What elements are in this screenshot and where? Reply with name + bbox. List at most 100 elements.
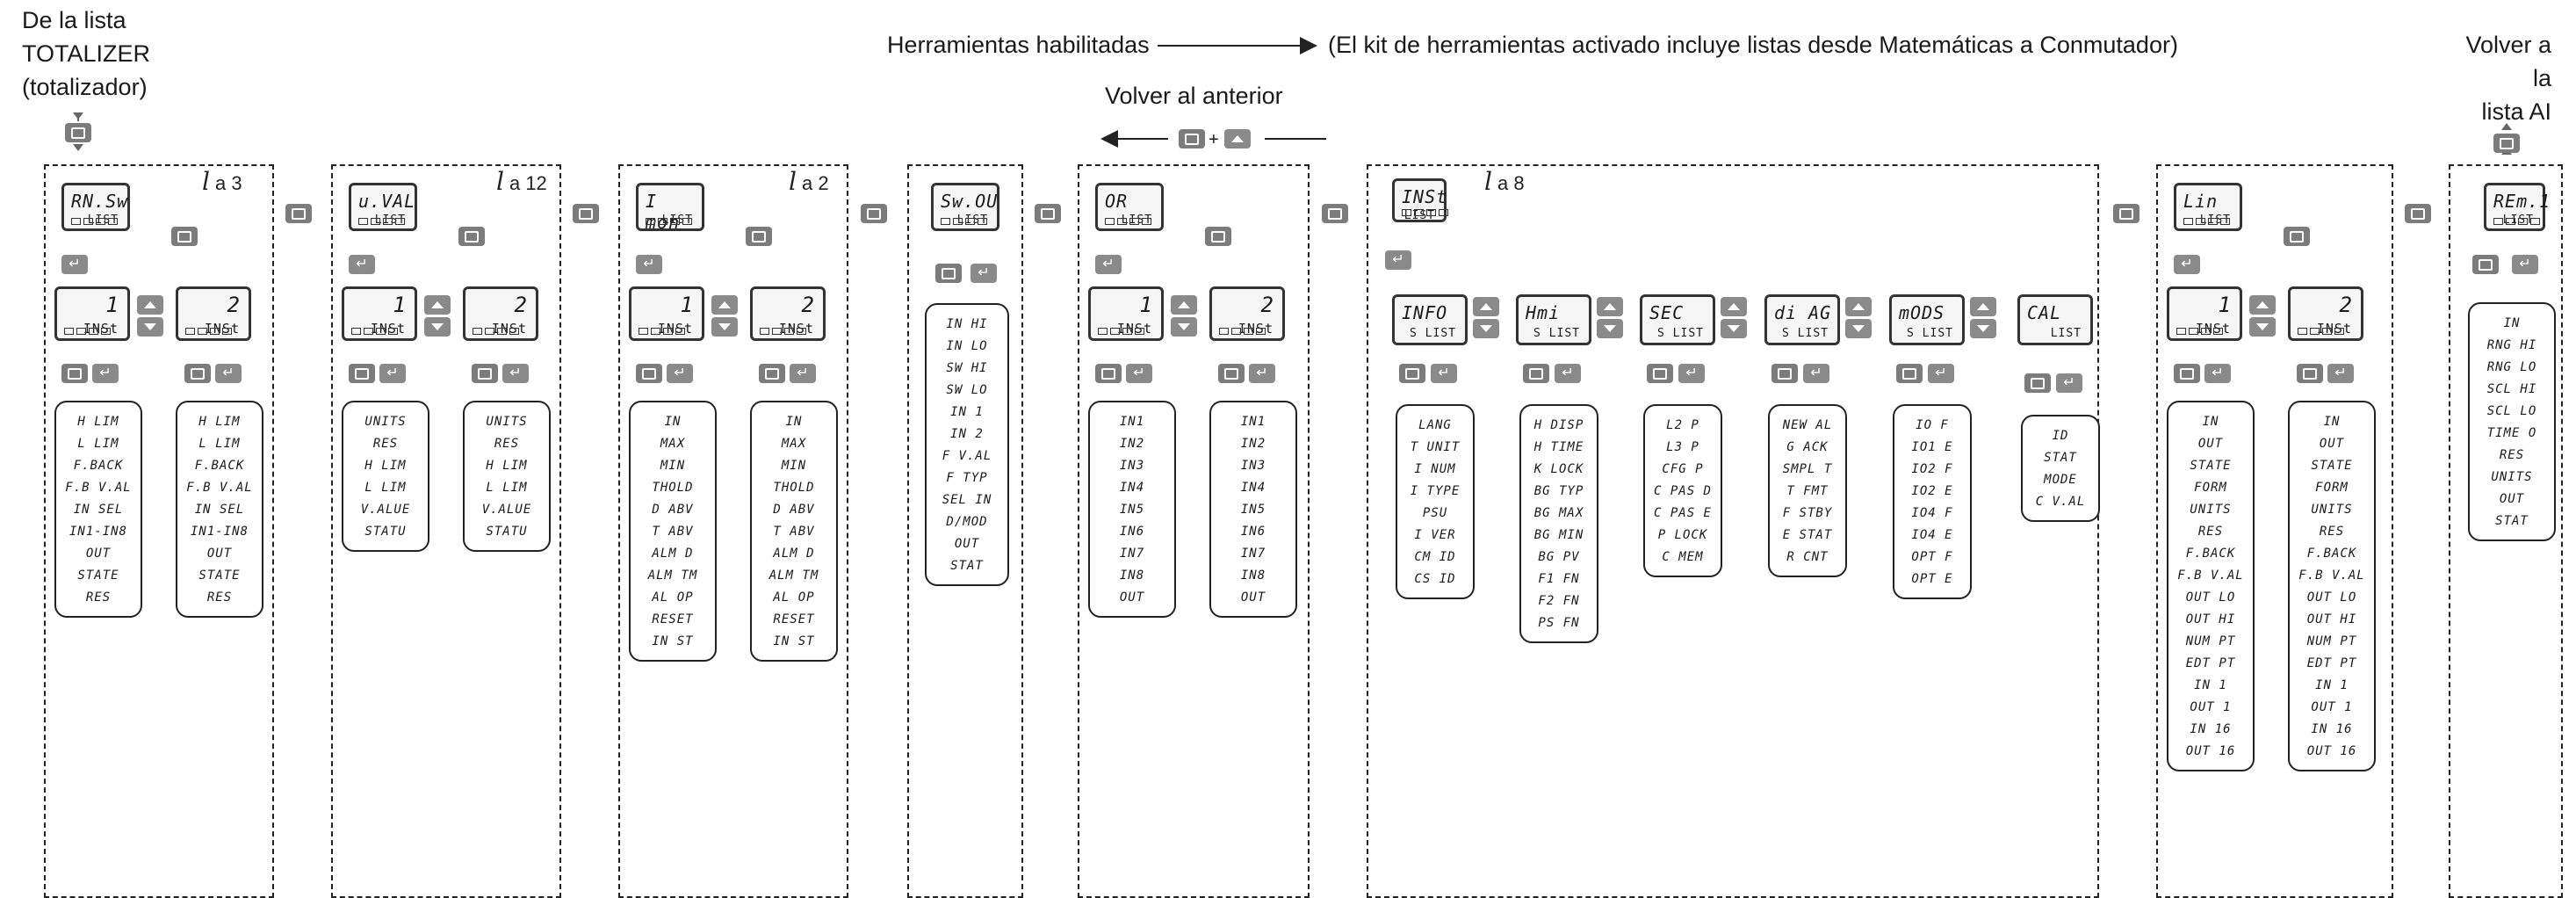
range-value: a 2: [801, 172, 829, 194]
parameter-item: EDT PT: [2185, 656, 2236, 670]
plus-sign: +: [1209, 130, 1219, 149]
page-key-icon: [573, 204, 599, 223]
list-display: u.VAL LIST: [349, 183, 417, 231]
parameter-item: UNITS: [486, 415, 528, 429]
parameter-item: I VER: [1414, 528, 1456, 542]
display-title: Lin: [2183, 191, 2219, 212]
range-value: a 3: [214, 172, 242, 194]
enter-key-icon: [1678, 364, 1705, 383]
up-key-icon: [1597, 297, 1623, 316]
display-title: INSt: [1402, 186, 1448, 207]
parameter-item: C PAS E: [1653, 506, 1712, 520]
parameter-item: H LIM: [486, 459, 528, 473]
parameter-item: IN 1: [2194, 678, 2227, 692]
parameter-item: OUT: [206, 547, 233, 561]
instance-label: INSt: [1237, 321, 1274, 337]
parameter-item: L LIM: [486, 481, 528, 495]
parameter-item: F.BACK: [194, 459, 245, 473]
parameter-item: IN: [2202, 415, 2219, 429]
instance-label: INSt: [2195, 321, 2231, 337]
page-key-icon: [2472, 255, 2499, 274]
parameter-item: F.B V.AL: [186, 481, 253, 495]
up-key-icon: [1721, 297, 1747, 316]
parameter-item: IN4: [1240, 481, 1266, 495]
up-down-keys: [2249, 295, 2276, 337]
display-subtitle: LIST: [374, 214, 406, 227]
range-prefix: l: [789, 167, 797, 196]
parameter-item: OUT: [2319, 437, 2345, 451]
parameter-item: MODE: [2044, 473, 2077, 487]
parameter-item: UNITS: [2311, 503, 2353, 517]
parameter-item: RES: [2319, 525, 2345, 539]
back-previous-label: Volver al anterior: [1105, 83, 1283, 109]
parameter-item: LANG: [1418, 418, 1452, 432]
page-key-icon: [2493, 134, 2520, 153]
page-key-icon: [935, 264, 962, 283]
down-key-icon: [1171, 317, 1197, 337]
parameter-item: OUT 16: [2185, 744, 2236, 758]
parameter-item: IN: [2323, 415, 2341, 429]
parameter-item: OUT HI: [2185, 612, 2236, 626]
parameter-item: I TYPE: [1410, 484, 1461, 498]
display-title: REm.1: [2493, 191, 2551, 212]
parameter-item: BG TYP: [1533, 484, 1584, 498]
enter-key-icon: [61, 255, 88, 274]
parameter-item: IN LO: [946, 339, 988, 353]
parameter-item: F2 FN: [1538, 594, 1580, 608]
enter-key-icon: [2056, 373, 2082, 393]
instance-number: 1: [680, 293, 693, 317]
parameter-item: IN 1: [950, 405, 984, 419]
enter-key-icon: [2327, 364, 2354, 383]
parameter-item: IN1-IN8: [69, 525, 127, 539]
parameter-item: IO4 F: [1911, 506, 1953, 520]
parameter-item: E STAT: [1782, 528, 1833, 542]
instance-number: 2: [2339, 293, 2352, 317]
enter-key-icon: [790, 364, 816, 383]
page-key-icon: [2405, 204, 2431, 223]
page-key-icon: [61, 364, 88, 383]
page-key-icon: [2297, 364, 2323, 383]
up-key-icon: [2249, 295, 2276, 315]
parameter-item: IO F: [1916, 418, 1949, 432]
parameter-item: G ACK: [1786, 440, 1829, 454]
parameter-item: RESET: [773, 612, 815, 626]
page-key-icon: [1771, 364, 1798, 383]
parameter-item: RES: [85, 590, 112, 605]
display-title: RN.Sw: [71, 191, 129, 212]
parameter-item: NUM PT: [2185, 634, 2236, 648]
parameter-item: IN5: [1119, 503, 1145, 517]
enter-key-icon: [92, 364, 119, 383]
page-key-icon: [458, 227, 485, 246]
parameter-item: FORM: [2315, 481, 2349, 495]
page-key-icon: [759, 364, 785, 383]
display-title: u.VAL: [358, 191, 416, 212]
parameter-item: SMPL T: [1782, 462, 1833, 476]
parameter-item: F TYP: [946, 471, 988, 485]
instance-label: INSt: [370, 321, 406, 337]
parameter-item: T ABV: [773, 525, 815, 539]
parameter-item: ALM D: [773, 547, 815, 561]
enter-key-icon: [502, 364, 529, 383]
parameter-item: OUT: [1119, 590, 1145, 605]
up-key-icon: [1224, 129, 1251, 148]
parameter-item: L3 P: [1666, 440, 1699, 454]
instance-number: 1: [2218, 293, 2231, 317]
parameter-item: STATU: [364, 525, 407, 539]
parameter-item: THOLD: [652, 481, 694, 495]
up-down-keys: [1473, 297, 1499, 338]
parameter-item: ALM TM: [768, 568, 819, 583]
